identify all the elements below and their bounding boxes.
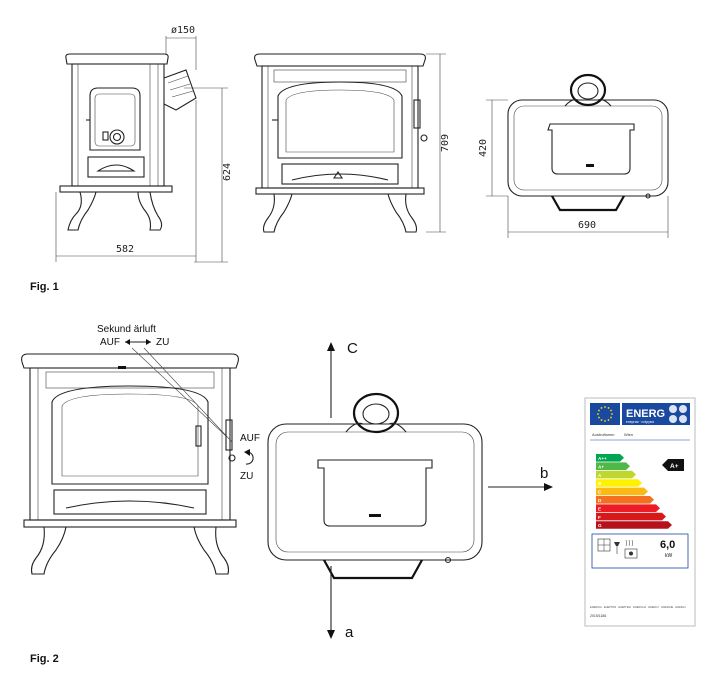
room-heating-icon: [597, 538, 611, 552]
model-name: Wien: [624, 432, 633, 437]
dim-side-width: 582: [116, 244, 134, 255]
primary-air-open: AUF: [240, 433, 260, 444]
regulation-number: 2015/1186: [590, 614, 606, 618]
energy-class-bar: [596, 521, 672, 529]
lamp-icon: [614, 542, 620, 554]
arrow-c-label: C: [347, 340, 358, 357]
dim-total-height: 709: [440, 134, 451, 152]
label-footer: ENERGIA · ЕНЕРГИЯ · ΕΝΕΡΓΕΙΑ · ENERGIJA …: [590, 605, 686, 609]
power-unit: kW: [665, 553, 673, 559]
eu-star: [604, 406, 606, 408]
secondary-air-label: Sekund ärluft: [97, 324, 156, 335]
top-view: 420 690: [478, 73, 669, 238]
rating-value: A+: [670, 463, 679, 470]
energy-class-label: D: [598, 498, 602, 503]
eu-star: [611, 413, 613, 415]
secondary-air-closed: ZU: [156, 337, 169, 348]
heat-waves-icon: [624, 539, 638, 559]
energy-class-label: A++: [598, 456, 607, 461]
energy-label: ENERG енергия · ενέργεια Austroflamm Wie…: [584, 397, 696, 627]
eu-star: [610, 416, 612, 419]
energy-class-label: E: [598, 506, 601, 511]
energy-class-bar: [596, 504, 660, 512]
eu-star: [604, 420, 606, 422]
energy-class-label: G: [598, 523, 602, 528]
eu-star: [600, 419, 603, 421]
energy-class-label: F: [598, 515, 601, 520]
dim-depth: 420: [478, 139, 489, 157]
double-arrow-icon: [125, 339, 151, 345]
supplier-name: Austroflamm: [592, 432, 615, 437]
figure-2-caption: Fig. 2: [30, 653, 59, 665]
eu-star: [607, 419, 610, 421]
eu-star: [597, 413, 599, 415]
eu-star: [610, 409, 612, 412]
energy-class-bar: [596, 462, 630, 470]
arrow-b-label: b: [540, 465, 548, 482]
energy-class-label: A: [598, 473, 602, 478]
rating-arrow: [662, 459, 684, 471]
eu-star: [598, 409, 600, 412]
front-view-air-controls: Sekund ärluft AUF ZU AUF: [21, 324, 260, 575]
arrow-a-label: a: [345, 624, 354, 641]
dim-top-width: 690: [578, 220, 596, 231]
energy-header-text: ENERG: [626, 408, 665, 420]
energy-class-label: B: [598, 481, 602, 486]
energy-class-bar: [596, 470, 636, 479]
energy-header-sub: енергия · ενέργεια: [626, 420, 654, 424]
secondary-air-open: AUF: [100, 337, 120, 348]
dim-flue-height: 624: [222, 163, 233, 181]
rotate-arrow-icon: [244, 449, 254, 465]
dim-flue-diameter: ø150: [171, 25, 195, 36]
energy-class-label: A+: [598, 464, 604, 469]
primary-air-closed: ZU: [240, 471, 253, 482]
energy-class-label: C: [598, 490, 602, 495]
energy-class-bar: [596, 454, 624, 462]
eu-star: [598, 416, 600, 419]
side-view: ø150 624 582: [55, 25, 233, 263]
figure-1-caption: Fig. 1: [30, 281, 59, 293]
energy-class-bar: [596, 479, 642, 487]
top-view-clearances: C b a: [267, 340, 553, 641]
front-view: 709: [254, 53, 451, 233]
eu-star: [600, 407, 603, 409]
eu-flag-icon: [590, 403, 620, 425]
energy-class-bar: [596, 487, 648, 496]
eu-star: [607, 407, 610, 409]
energy-class-bar: [596, 512, 666, 521]
power-value: 6,0: [660, 539, 675, 551]
energy-class-bar: [596, 496, 654, 504]
